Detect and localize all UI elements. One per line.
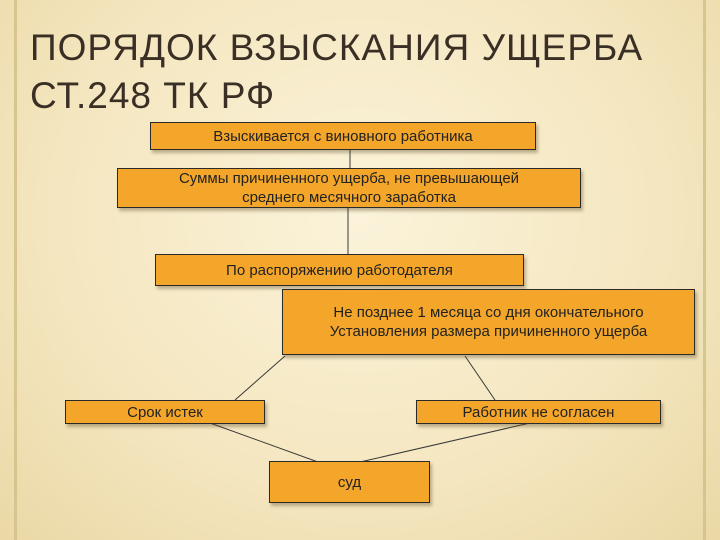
box-amount: Суммы причиненного ущерба, не превышающе…: [117, 168, 581, 208]
box-employer-order: По распоряжению работодателя: [155, 254, 524, 286]
box-employee-disagrees-label: Работник не согласен: [462, 403, 615, 421]
box-court: суд: [269, 461, 430, 503]
connector-disagrees-to-court: [359, 422, 531, 463]
box-amount-line-1: Суммы причиненного ущерба, не превышающе…: [178, 170, 520, 187]
box-court-label: суд: [337, 473, 362, 491]
box-deadline-line-1: Не позднее 1 месяца со дня окончательног…: [333, 304, 644, 321]
box-employer-order-label: По распоряжению работодателя: [226, 261, 453, 279]
connector-expired-to-court: [209, 422, 319, 463]
box-term-expired-label: Срок истек: [127, 403, 203, 421]
right-frame-line: [703, 0, 706, 540]
left-frame-line: [14, 0, 17, 540]
box-deadline: Не позднее 1 месяца со дня окончательног…: [282, 289, 695, 355]
slide-title-line-1: ПОРЯДОК ВЗЫСКАНИЯ УЩЕРБА: [30, 27, 644, 68]
box-guilty-employee: Взыскивается с виновного работника: [150, 122, 536, 150]
slide-title-line-2: СТ.248 ТК РФ: [30, 75, 276, 116]
box-deadline-line-2: Установления размера причиненного ущерба: [329, 323, 648, 340]
box-amount-line-2: среднего месячного заработка: [242, 189, 456, 206]
connector-deadline-to-expired: [234, 355, 286, 401]
box-guilty-employee-label: Взыскивается с виновного работника: [213, 127, 473, 145]
box-term-expired: Срок истек: [65, 400, 265, 424]
connector-deadline-to-disagrees: [464, 355, 496, 401]
slide-title: ПОРЯДОК ВЗЫСКАНИЯ УЩЕРБА СТ.248 ТК РФ: [30, 24, 700, 120]
box-employee-disagrees: Работник не согласен: [416, 400, 661, 424]
